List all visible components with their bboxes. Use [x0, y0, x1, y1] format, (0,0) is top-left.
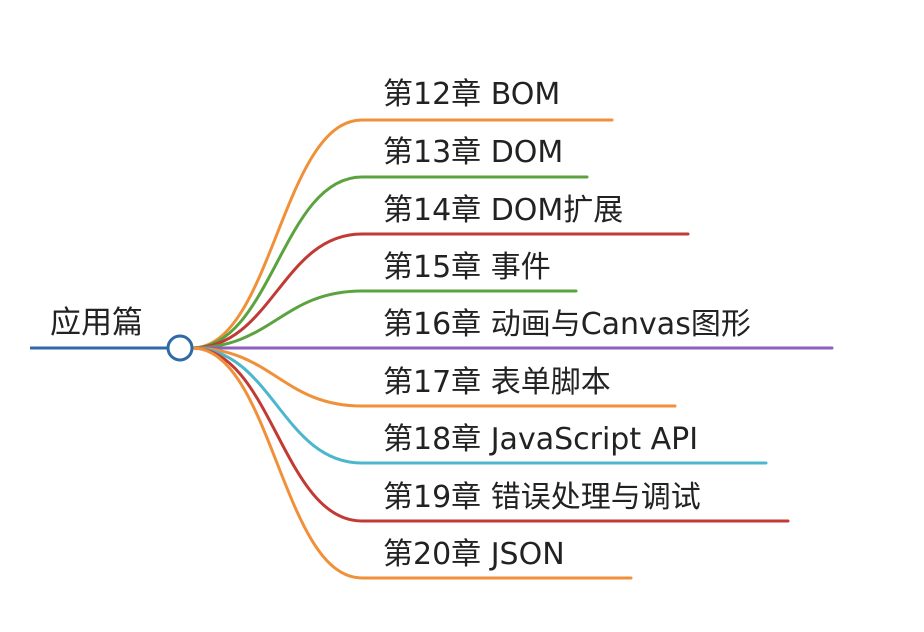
branch-line-ch14	[190, 232, 690, 350]
branch-label-ch20[interactable]: 第20章 JSON	[383, 537, 565, 572]
branch-label-ch16[interactable]: 第16章 动画与Canvas图形	[383, 307, 751, 342]
root-label[interactable]: 应用篇	[50, 305, 143, 341]
branch-label-ch13[interactable]: 第13章 DOM	[383, 135, 564, 170]
branch-label-ch19[interactable]: 第19章 错误处理与调试	[383, 480, 701, 515]
branch-label-ch17[interactable]: 第17章 表单脚本	[383, 365, 611, 400]
branch-line-ch20	[190, 346, 633, 580]
branch-label-ch15[interactable]: 第15章 事件	[383, 250, 551, 285]
branch-label-ch14[interactable]: 第14章 DOM扩展	[383, 193, 624, 228]
branch-line-ch17	[190, 346, 677, 408]
branch-line-ch13	[190, 175, 589, 350]
branch-line-ch19	[190, 346, 790, 523]
branch-lines	[190, 118, 834, 580]
branch-line-ch12	[190, 118, 614, 350]
root-node[interactable]	[166, 334, 194, 362]
branch-label-ch18[interactable]: 第18章 JavaScript API	[383, 422, 699, 457]
branch-label-ch12[interactable]: 第12章 BOM	[383, 77, 561, 112]
branch-line-ch18	[190, 346, 768, 465]
branch-line-ch15	[190, 289, 578, 350]
